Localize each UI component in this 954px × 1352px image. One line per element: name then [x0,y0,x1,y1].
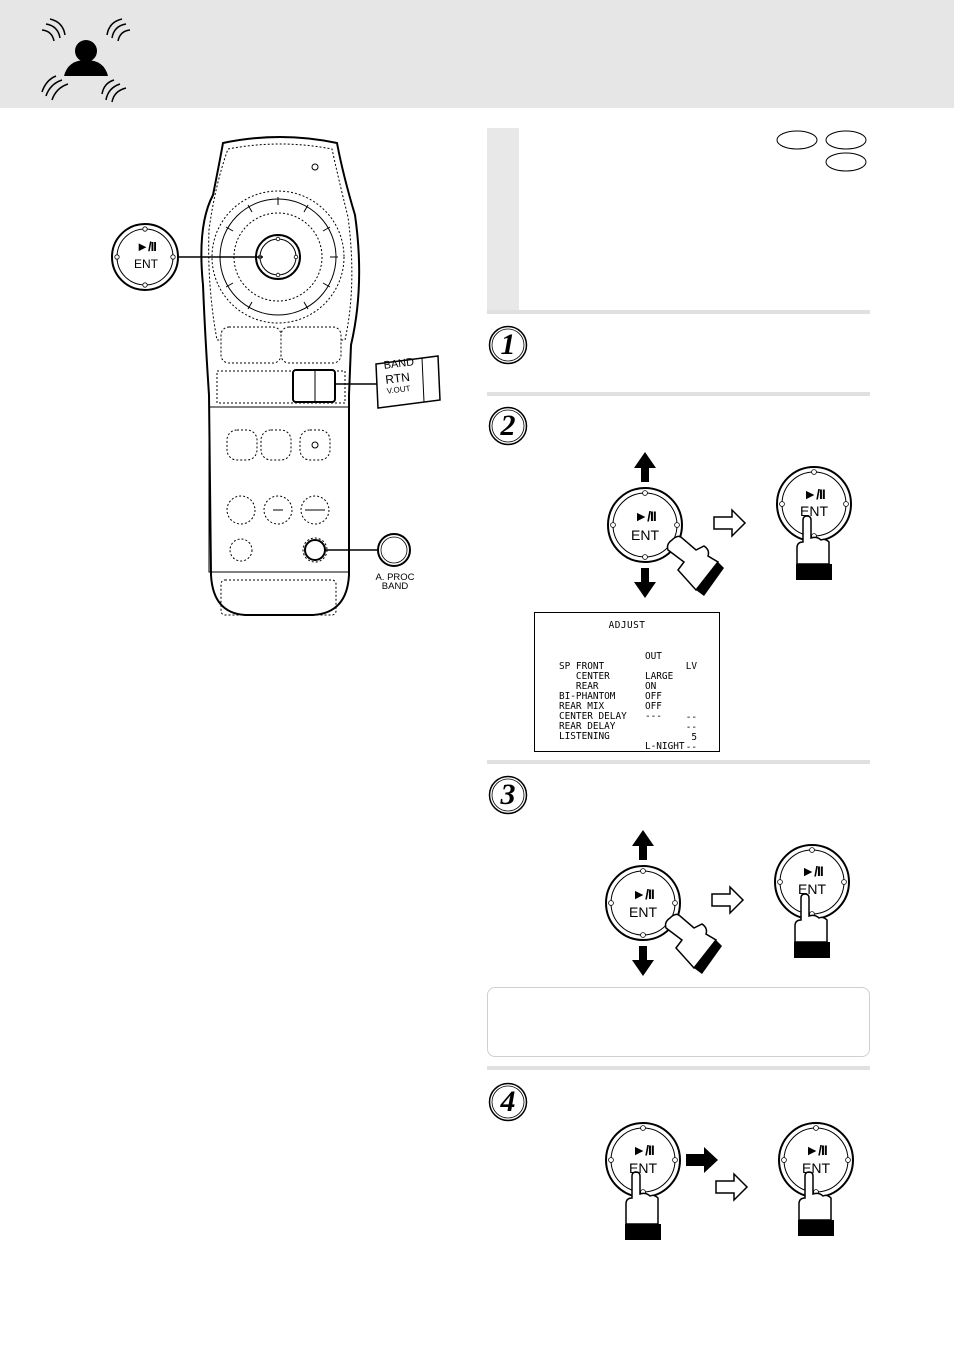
osd-row: LISTENING L-NIGHT [535,722,719,752]
step-2-number: 2 [500,409,516,442]
osd-row-label: REAR [559,681,599,693]
step-4-number: 4 [500,1085,516,1118]
osd-row: CENTER ON [535,662,719,692]
osd-row-value: --- [645,711,662,723]
aproc-band-label: BAND [381,581,409,592]
step-1-number: 1 [500,328,516,361]
osd-row: REAR MIX --- -- [535,692,719,732]
section-rule-3 [487,760,870,764]
step4-solid-arrow-icon [686,1147,718,1173]
step3-press-button-illustration [774,844,850,958]
osd-row-label: CENTER [559,671,610,683]
osd-row-label: SP FRONT [559,661,605,673]
osd-row-level: -- [685,741,697,753]
header-band [0,0,954,108]
step2-press-play-symbol: ►/II [803,486,826,502]
intro-box [487,128,870,310]
section-rule-2 [487,392,870,396]
osd-row-value: L-NIGHT [645,741,685,753]
remote-callout-play-symbol: ►/II [136,239,157,254]
section-rule-1 [487,310,870,314]
step3-play-symbol: ►/II [632,886,655,902]
osd-row: CENTER DELAY 5 [535,702,719,742]
step-4-badge: 4 [488,1082,528,1122]
remote-callout-ent-label: ENT [134,257,158,271]
osd-row-value: OFF [645,701,662,713]
step2-ent-label: ENT [631,527,659,543]
osd-row-level: -- [685,711,697,723]
osd-row-value: ON [645,681,657,693]
step4-next-arrow-icon [715,1172,749,1202]
step-3-number: 3 [500,778,516,811]
remote-ent-callout [111,223,263,291]
band-rtn-callout [335,355,441,409]
osd-header-row: OUT LV [535,642,719,672]
osd-row: REAR OFF [535,672,719,702]
step2-press-button-illustration [776,466,852,580]
osd-row: BI-PHANTOM OFF -- [535,682,719,722]
section-rule-4 [487,1066,870,1070]
aproc-label: A. PROC [375,572,415,583]
aproc-callout [325,533,411,567]
step-1-badge: 1 [488,325,528,365]
step2-next-arrow-icon [713,508,747,538]
disc-format-marks [776,130,867,172]
osd-row-value: OFF [645,691,662,703]
step4-second-ent-label: ENT [802,1160,830,1176]
osd-row: SP FRONT LARGE [535,652,719,682]
step3-ent-label: ENT [629,904,657,920]
osd-row-value: LARGE [645,671,674,683]
step4-second-play-symbol: ►/II [805,1142,828,1158]
osd-header-lv: LV [685,661,697,673]
step4-press-button-illustration [605,1122,681,1240]
step4-play-symbol: ►/II [632,1142,655,1158]
step3-press-play-symbol: ►/II [801,863,824,879]
note-box [487,987,870,1057]
step3-next-arrow-icon [711,885,745,915]
osd-row-label: REAR DELAY [559,721,616,733]
osd-row-level: -- [685,721,697,733]
step2-play-symbol: ►/II [634,508,657,524]
step2-press-ent-label: ENT [800,503,828,519]
step-2-badge: 2 [488,406,528,446]
osd-row-label: LISTENING [559,731,610,743]
step4-second-press-illustration [778,1122,854,1236]
step3-press-ent-label: ENT [798,881,826,897]
osd-row-label: CENTER DELAY [559,711,627,723]
step-3-badge: 3 [488,775,528,815]
osd-row-level: 5 [691,731,697,743]
osd-title: ADJUST [608,620,646,631]
osd-row-label: REAR MIX [559,701,605,713]
step4-ent-label: ENT [629,1160,657,1176]
osd-row: REAR DELAY -- [535,712,719,752]
step2-joystick-illustration [607,452,724,598]
osd-row-label: BI-PHANTOM [559,691,616,703]
osd-header-out: OUT [645,651,662,663]
step3-joystick-illustration [605,830,722,976]
adjust-osd-screen: ADJUST OUT LV SP FRONT LARGE CENTER ON R… [534,612,720,752]
surround-listener-icon [41,18,131,103]
